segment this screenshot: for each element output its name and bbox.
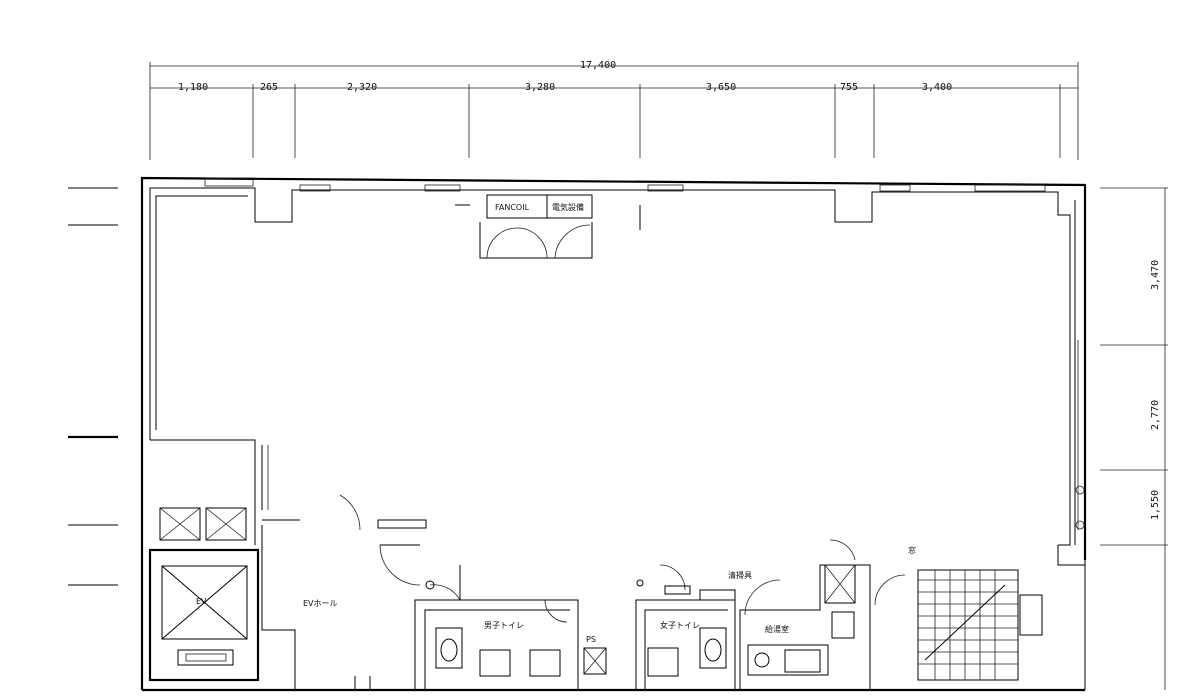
kitchen: 給湯室	[739, 539, 871, 690]
closet-label: 清掃具	[728, 570, 752, 580]
exterior-walls	[140, 176, 1087, 692]
right-dimension-chain: 3,470 2,770 1,550	[1100, 187, 1168, 690]
dim-top-6: 755	[840, 82, 858, 93]
dim-top-7: 3,400	[922, 82, 952, 93]
elevator-label: EV	[196, 597, 207, 606]
dim-top-3: 2,320	[347, 82, 377, 93]
wall-fixtures	[204, 177, 1085, 530]
top-dimension-chain: 17,400 1,180 265 2,320 3,280 3,650 755 3…	[149, 60, 1079, 160]
dim-right-2: 2,770	[1150, 400, 1161, 430]
fancoil-label: FANCOIL	[495, 203, 530, 212]
ps-label: PS	[586, 635, 596, 644]
female-wc-label: 女子トイレ	[660, 620, 700, 630]
stairs: 窓	[874, 545, 1085, 681]
dim-top-2: 265	[260, 82, 278, 93]
ps-shaft: PS	[583, 635, 607, 675]
male-wc: 男子トイレ	[414, 565, 579, 690]
overall-dimension: 17,400	[580, 60, 616, 71]
male-wc-label: 男子トイレ	[484, 621, 524, 630]
kitchen-label: 給湯室	[765, 624, 789, 634]
fancoil-room: FANCOIL 電気設備	[455, 194, 641, 259]
stairs-label: 窓	[908, 545, 916, 555]
dim-top-1: 1,180	[178, 82, 208, 93]
dim-top-5: 3,650	[706, 82, 736, 93]
female-wc: 女子トイレ 清掃具	[635, 564, 752, 690]
left-grid-ticks	[68, 187, 118, 586]
elevator-hall: EVホール	[261, 494, 435, 690]
elevator-core: EV	[148, 439, 260, 682]
elevator-hall-label: EVホール	[303, 599, 338, 608]
dim-right-3: 1,550	[1150, 490, 1161, 520]
dim-right-1: 3,470	[1150, 260, 1161, 290]
electric-room-label: 電気設備	[552, 202, 584, 212]
dim-top-4: 3,280	[525, 82, 555, 93]
